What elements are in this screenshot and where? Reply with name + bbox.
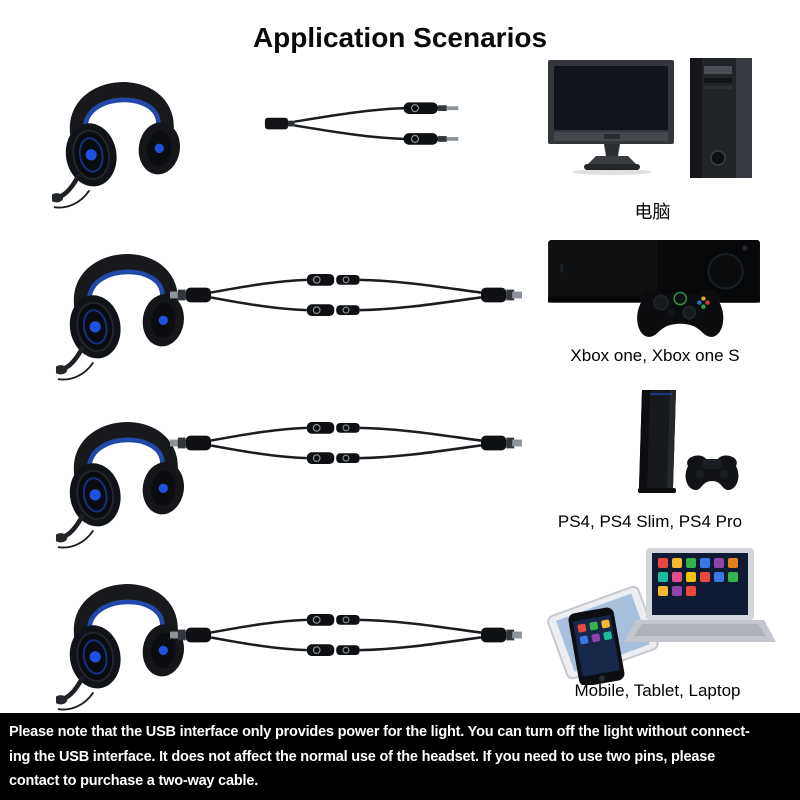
adapter-cable-image <box>170 416 522 470</box>
device-label-mobile: Mobile, Tablet, Laptop <box>574 681 741 700</box>
ps4-console-image <box>590 388 750 513</box>
gaming-headset-image <box>56 388 196 556</box>
notice-line-1: Please note that the USB interface only … <box>9 724 750 740</box>
device-label-ps4: PS4, PS4 Slim, PS4 Pro <box>557 512 743 531</box>
gaming-headset-image <box>52 48 192 216</box>
desktop-computer-image <box>540 58 765 193</box>
splitter-cable-image <box>263 98 465 152</box>
page-title: Application Scenarios <box>252 21 548 53</box>
device-label-xbox: Xbox one, Xbox one S <box>570 346 740 365</box>
adapter-cable-image <box>170 608 522 662</box>
notice-line-2: ing the USB interface. It does not affec… <box>9 748 715 765</box>
mobile-tablet-laptop-image <box>538 540 778 685</box>
notice-banner: Please note that the USB interface only … <box>0 713 800 800</box>
adapter-cable-image <box>170 268 522 322</box>
device-label-pc: 电脑 <box>634 202 671 222</box>
xbox-console-image <box>538 234 770 350</box>
notice-line-3: contact to purchase a two-way cable. <box>9 773 259 789</box>
